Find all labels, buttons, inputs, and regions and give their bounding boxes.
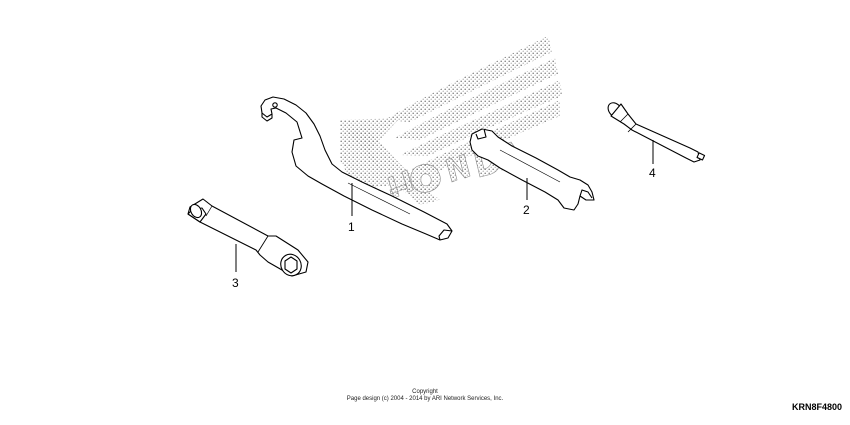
callout-leaders [235, 140, 654, 272]
pin-spanner-wrench [260, 96, 453, 241]
spark-plug-socket-wrench [187, 198, 309, 277]
callout-part-1: 1 [348, 220, 355, 234]
drawing-code: KRN8F4800 [791, 402, 842, 412]
screwdriver-handle [607, 102, 706, 163]
copyright-notice: Page design (c) 2004 - 2014 by ARI Netwo… [346, 396, 504, 402]
open-end-wrench [469, 128, 595, 211]
callout-part-4: 4 [649, 166, 656, 180]
callout-part-2: 2 [523, 203, 530, 217]
callout-part-3: 3 [232, 276, 239, 290]
copyright-label: Copyright [412, 389, 438, 395]
honda-brand-lettering [387, 141, 526, 199]
